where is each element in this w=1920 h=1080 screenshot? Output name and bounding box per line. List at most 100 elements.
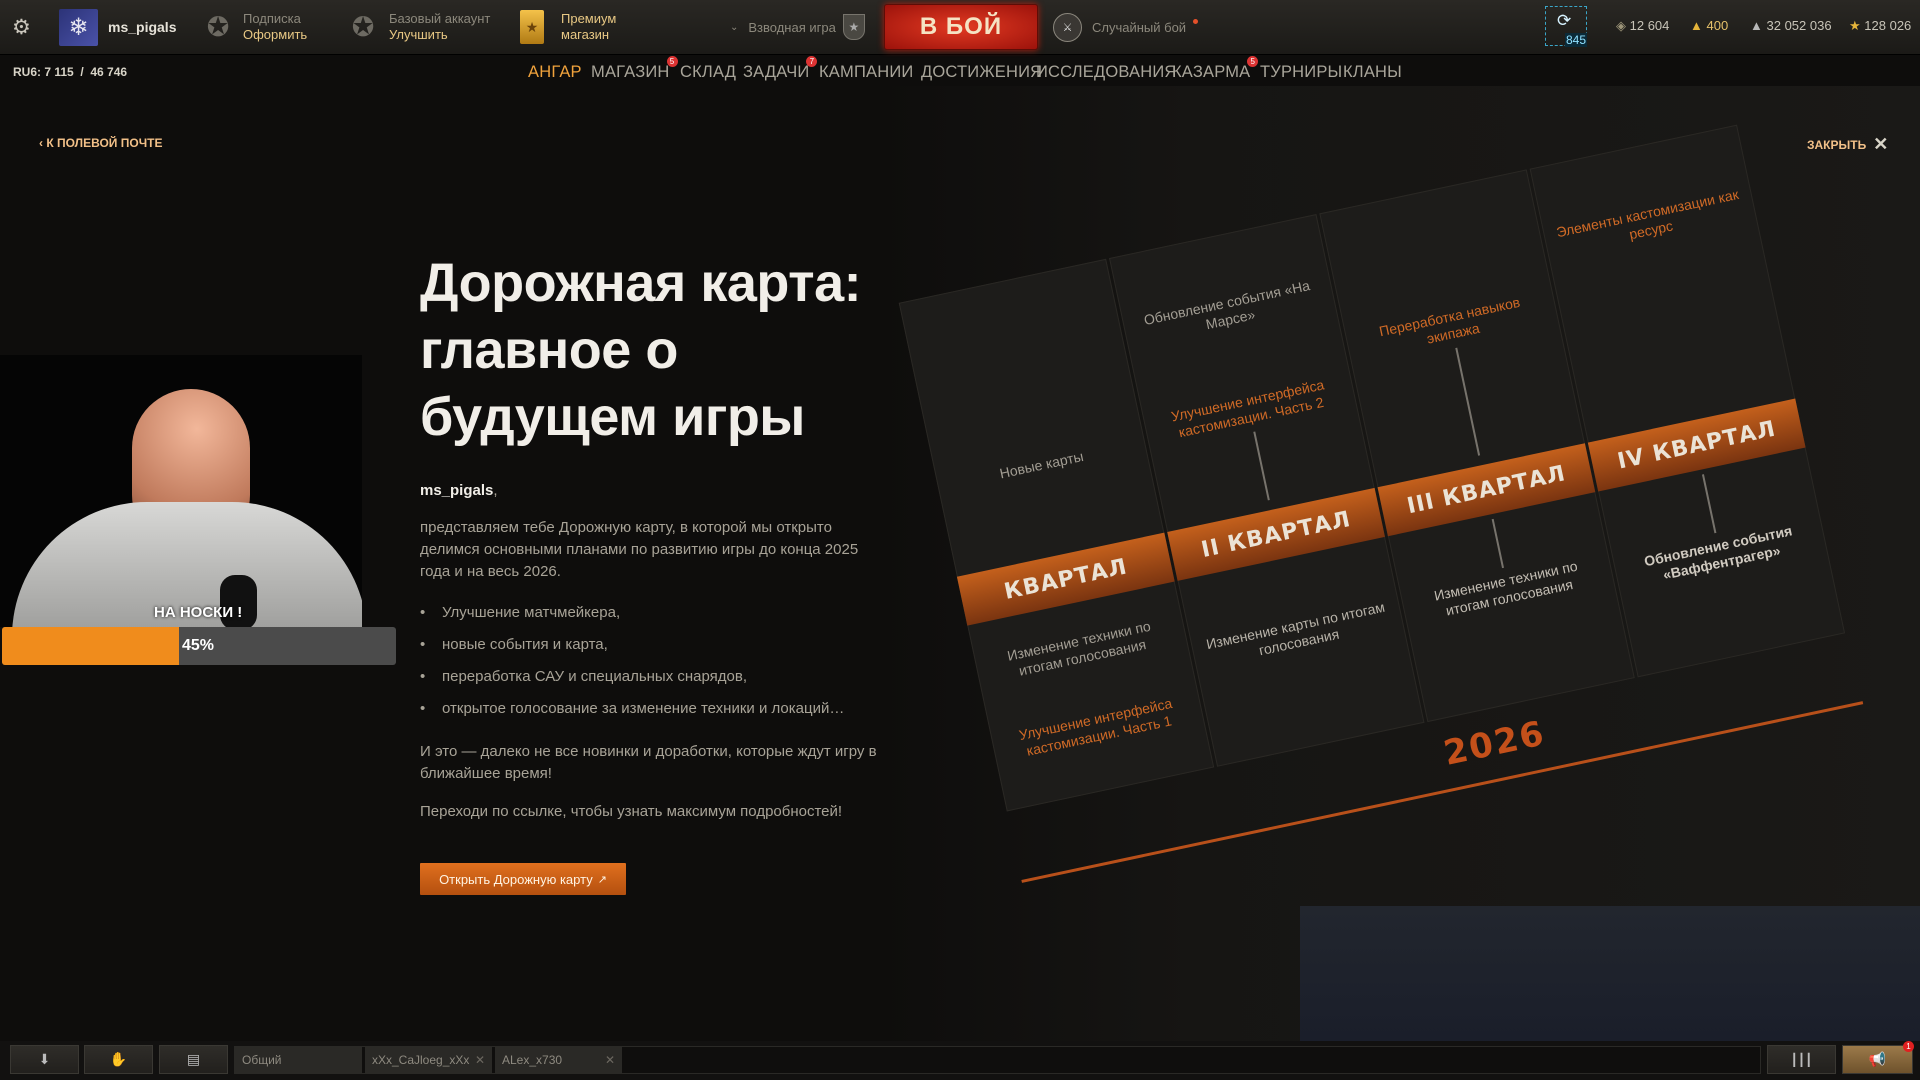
star-wreath-icon: ✪ [351,11,375,42]
nav-badge: 7 [806,56,818,67]
nav-tab-label: СКЛАД [680,63,737,81]
platoon-shield-icon: ★ [842,14,865,40]
bullet-item: •переработка САУ и специальных снарядов, [420,668,748,685]
bonds-value: 12 604 [1629,18,1670,33]
chat-tab-private[interactable]: xXx_CaJloeg_xXx ✕ [365,1047,492,1073]
account-action: Улучшить [389,27,448,42]
close-label: ЗАКРЫТЬ [1807,137,1867,152]
free-xp-balance: ★ 128 026 [1849,18,1911,34]
nav-tab[interactable]: ДОСТИЖЕНИЯ [921,63,1042,82]
nav-tab-label: КЛАНЫ [1343,63,1402,81]
chevron-down-icon: ⌄ [730,21,739,33]
boosters-button[interactable]: ⟳ 845 [1545,6,1587,47]
bullet-text: Улучшение матчмейкера, [442,604,621,621]
close-button[interactable]: ЗАКРЫТЬ ✕ [1807,134,1888,155]
profile-button[interactable]: ❄ ms_pigals [59,0,176,54]
article-title: Дорожная карта: главное о будущем игры [420,253,862,447]
username: ms_pigals [108,19,177,35]
boosters-count: 845 [1564,33,1587,47]
nav-tab[interactable]: ИССЛЕДОВАНИЯ [1036,63,1177,82]
nav-tab[interactable]: СКЛАД [680,63,736,82]
close-icon: ✕ [1873,134,1889,154]
reserve-icon: ⟳ [1557,11,1572,30]
roadmap-image: КВАРТАЛ II КВАРТАЛ III КВАРТАЛ IV КВАРТА… [880,86,1920,1041]
greeting: ms_pigals, [420,480,498,502]
bonds-icon: ◈ [1616,18,1626,33]
nav-tab[interactable]: КЛАНЫ [1343,63,1402,82]
nav-tab-label: ДОСТИЖЕНИЯ [921,63,1043,81]
premium-label-1: Премиум [561,11,617,26]
chevron-left-icon: ‹ [39,136,43,150]
gold-value: 400 [1706,18,1729,33]
article-outro: И это — далеко не все новинки и доработк… [420,743,877,782]
nav-tab-label: КАМПАНИИ [819,63,914,81]
notification-badge: 1 [1903,1041,1914,1052]
nav-tab-label: ЗАДАЧИ [743,63,810,81]
nav-tab[interactable]: ТУРНИРЫ [1260,63,1342,82]
bullet-text: переработка САУ и специальных снарядов, [442,668,748,685]
back-to-mail-link[interactable]: ‹ К ПОЛЕВОЙ ПОЧТЕ [39,136,162,150]
credits-icon: ▲ [1750,18,1763,33]
battle-mode-icon: ⚔ [1053,12,1082,42]
account-label: Базовый аккаунт [389,11,491,26]
chat-icon: ▤ [186,1051,201,1067]
chat-tab-general[interactable]: Общий [235,1047,362,1073]
settings-button[interactable]: ⚙ [12,0,31,54]
battle-mode-selector[interactable]: ⚔ Случайный бой [1053,0,1199,54]
close-tab-icon[interactable]: ✕ [604,1053,615,1067]
nav-tab-label: МАГАЗИН [591,63,670,81]
bar-chart-icon: ┃┃┃ [1790,1052,1813,1067]
chat-button[interactable]: ▤ [159,1045,228,1074]
greeting-punct: , [493,482,498,499]
battle-mode-label: Случайный бой [1092,19,1187,35]
server-info: RU6: 7 115 / 46 746 [13,65,128,79]
bullet-text: новые события и карта, [442,636,608,653]
gold-balance: ▲ 400 [1690,18,1728,33]
battle-button[interactable]: В БОЙ [884,4,1038,50]
subscription-action: Оформить [243,27,308,42]
nav-tab-label: АНГАР [528,63,582,81]
platoon-button[interactable]: ⌄ Взводная игра ★ [730,0,865,54]
back-link-label: К ПОЛЕВОЙ ПОЧТЕ [46,136,163,150]
chat-tab-label: ALex_x730 [502,1053,563,1067]
megaphone-icon: 📢 [1868,1051,1887,1067]
greeting-name: ms_pigals [420,482,494,499]
gold-icon: ▲ [1690,18,1703,33]
goal-progress-bar: 45% [2,627,396,665]
bullet-item: •новые события и карта, [420,636,608,653]
session-stats-button[interactable]: ┃┃┃ [1767,1045,1836,1074]
progress-fill [2,627,180,665]
tank-scene [1300,906,1920,1041]
chat-tab-private[interactable]: ALex_x730 ✕ [495,1047,622,1073]
free-xp-value: 128 026 [1864,18,1912,33]
notifications-button[interactable]: 📢 1 [1842,1041,1914,1074]
handshake-button[interactable]: ✋ [84,1045,153,1074]
chat-tab-label: xXx_CaJloeg_xXx [372,1053,470,1067]
credits-value: 32 052 036 [1766,18,1832,33]
open-roadmap-button[interactable]: Открыть Дорожную карту ↗ [420,863,626,895]
bullet-list: •Улучшение матчмейкера, •новые события и… [420,602,880,730]
platoon-label: Взводная игра [748,19,836,35]
nav-tab-label: КАЗАРМА [1172,63,1251,81]
bullet-text: открытое голосование за изменение техник… [442,700,845,717]
notification-dot [1193,18,1199,24]
bullet-item: •Улучшение матчмейкера, [420,604,621,621]
subscription-label: Подписка [243,11,301,26]
nav-tab[interactable]: АНГАР [528,63,582,82]
contacts-button[interactable]: ⬇ [10,1045,79,1074]
microphone [220,575,257,627]
nav-tab-label: ТУРНИРЫ [1260,63,1343,81]
webcam-caption: НА НОСКИ ! [154,604,243,621]
close-tab-icon[interactable]: ✕ [474,1053,485,1067]
person-icon: ⬇ [38,1051,51,1067]
nav-tab[interactable]: КАМПАНИИ [819,63,913,82]
open-roadmap-label: Открыть Дорожную карту [439,871,593,887]
premium-label-2: магазин [561,27,610,42]
